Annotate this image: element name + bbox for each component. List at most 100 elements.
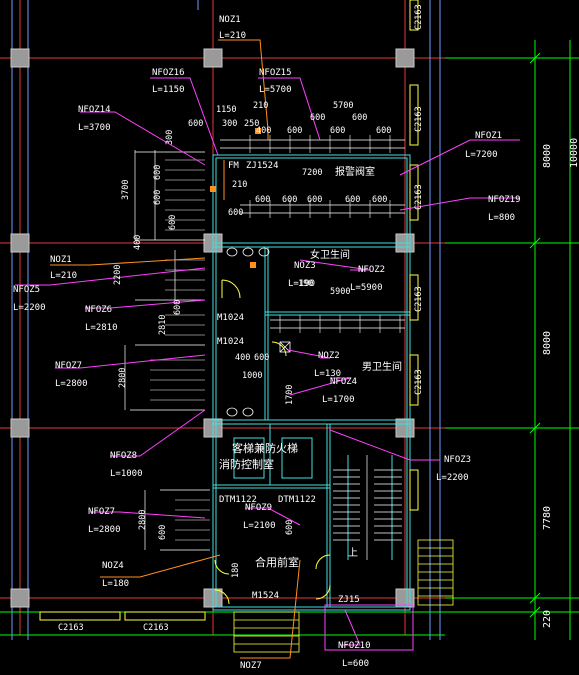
- duct-label-nfoz7-a: NFOZ7: [55, 361, 82, 371]
- duct-runs: [130, 139, 405, 551]
- duct-label-nfoz10: NFOZ10: [338, 641, 371, 651]
- doors: [214, 279, 331, 605]
- dim-right-8000-b: 8000: [542, 331, 553, 355]
- duct-label-noz4: NOZ4: [102, 561, 124, 571]
- duct-length-nfoz4: L=1700: [322, 395, 355, 405]
- dim-600-left-e: 600: [158, 525, 168, 540]
- duct-tick-marks-left: [150, 159, 210, 541]
- dim-600-row2-a: 600: [228, 208, 243, 218]
- room-alarm-valve: 报警阀室: [335, 165, 375, 178]
- dim-400-top: 400: [256, 126, 271, 136]
- room-fire-control: 消防控制室: [219, 457, 274, 471]
- dimension-lines-left: [124, 150, 176, 550]
- dim-600-top-b: 600: [287, 126, 302, 136]
- window-label-texts: C2163 C2163 C2163 C2163 C2163 C2163 C216…: [58, 4, 424, 633]
- door-fm: FM: [228, 161, 239, 171]
- door-dtm1122-a: DTM1122: [219, 495, 257, 505]
- duct-length-nfoz14: L=3700: [78, 123, 111, 133]
- dim-400-mid: 400: [235, 353, 250, 363]
- dim-250: 250: [244, 119, 259, 129]
- duct-length-noz4: L=180: [102, 579, 129, 589]
- room-women-wc: 女卫生间: [310, 248, 350, 261]
- duct-tick-marks-top: [249, 135, 401, 333]
- duct-length-nfoz6: L=2810: [85, 323, 118, 333]
- duct-length-nfoz8: L=1000: [110, 469, 143, 479]
- duct-length-nfoz19: L=800: [488, 213, 515, 223]
- door-m1024-a: M1024: [217, 313, 244, 323]
- dim-1000: 1000: [242, 371, 262, 381]
- dim-210-top: 210: [253, 101, 268, 111]
- dim-600-top-e: 600: [352, 113, 367, 123]
- duct-label-noz2: NOZ2: [318, 351, 340, 361]
- exterior-steps-bottom: [233, 611, 300, 653]
- duct-label-nfoz19: NFOZ19: [488, 195, 521, 205]
- door-m1524-bottom: M1524: [252, 591, 279, 601]
- dim-600-top-c: 600: [310, 113, 325, 123]
- door-zj15: ZJ15: [338, 595, 360, 605]
- dim-600-top-a: 600: [188, 119, 203, 129]
- dim-right-220: 220: [542, 610, 553, 628]
- dim-600-row2-e: 600: [345, 195, 360, 205]
- room-stair: 客梯兼防火梯: [232, 441, 298, 455]
- dim-600-row2-f: 600: [372, 195, 387, 205]
- dim-2100: 600: [285, 520, 295, 535]
- duct-label-nfoz5: NFOZ5: [13, 285, 40, 295]
- duct-label-nfoz7-b: NFOZ7: [88, 507, 115, 517]
- dim-2200: 2200: [113, 265, 123, 285]
- dim-600-left-b: 600: [153, 190, 163, 205]
- dim-300-left: 300: [165, 130, 175, 145]
- duct-label-texts: NOZ1 L=210 NFOZ16 L=1150 NFOZ15 L=5700 N…: [13, 15, 521, 671]
- noz-fan-marks: [210, 128, 261, 268]
- dim-7200: 7200: [302, 168, 322, 178]
- window-right-1: C2163: [414, 4, 424, 30]
- room-front-room: 合用前室: [255, 555, 299, 569]
- window-right-2: C2163: [414, 106, 424, 132]
- duct-length-noz2: L=130: [314, 369, 341, 379]
- dim-2810: 2810: [158, 315, 168, 335]
- inner-dimension-texts: 7200 600 210 600 600 600 600 600 5900 19…: [113, 130, 387, 578]
- window-right-5: C2163: [414, 369, 424, 395]
- dim-180: 180: [231, 563, 241, 578]
- duct-length-nfoz15: L=5700: [259, 85, 292, 95]
- dim-600-top-d: 600: [330, 126, 345, 136]
- duct-label-nfoz4: NFOZ4: [330, 377, 357, 387]
- dim-600-left-a: 600: [153, 165, 163, 180]
- dim-600-row2-d: 600: [307, 195, 322, 205]
- dim-600-left-d: 600: [173, 300, 183, 315]
- duct-label-noz1-top: NOZ1: [219, 15, 241, 25]
- dim-3700: 3700: [121, 180, 131, 200]
- dim-190: 190: [298, 279, 313, 289]
- dim-600-left-c: 600: [168, 215, 178, 230]
- duct-label-nfoz6: NFOZ6: [85, 305, 112, 315]
- duct-length-noz3: L=190: [288, 279, 315, 289]
- duct-length-noz1-top: L=210: [219, 31, 246, 41]
- exterior-steps-right: [417, 539, 454, 606]
- windows-bottom: [39, 611, 206, 621]
- duct-length-nfoz10: L=600: [342, 659, 369, 669]
- duct-label-nfoz3: NFOZ3: [444, 455, 471, 465]
- dim-right-8000-a: 8000: [542, 144, 553, 168]
- duct-label-nfoz15: NFOZ15: [259, 68, 292, 78]
- duct-length-noz1-left: L=210: [50, 271, 77, 281]
- duct-length-nfoz16: L=1150: [152, 85, 185, 95]
- duct-length-nfoz7-a: L=2800: [55, 379, 88, 389]
- duct-label-nfoz2: NFOZ2: [358, 265, 385, 275]
- dim-right-7780: 7780: [542, 506, 553, 530]
- right-dimension-texts: 8000 8000 7780 220 10000: [542, 138, 579, 628]
- entrance-outline: [324, 604, 414, 651]
- windows-right: [409, 0, 419, 511]
- duct-label-noz7: NOZ7: [240, 661, 262, 671]
- door-m1024-b: M1024: [217, 337, 244, 347]
- door-label-texts: FM ZJ1524 M1024 M1024 DTM1122 DTM1122 M1…: [217, 161, 360, 605]
- top-dimension-texts: 1150 210 300 250 5700 600 400 600 600 60…: [188, 101, 391, 136]
- duct-label-nfoz16: NFOZ16: [152, 68, 185, 78]
- stair-mark: 上: [348, 547, 358, 559]
- room-label-texts: 报警阀室 女卫生间 男卫生间 消防控制室 客梯兼防火梯 合用前室 上: [219, 165, 402, 569]
- dim-600-row2-b: 600: [255, 195, 270, 205]
- dim-600-top-f: 600: [376, 126, 391, 136]
- duct-length-nfoz7-b: L=2800: [88, 525, 121, 535]
- dim-300: 300: [222, 119, 237, 129]
- duct-length-nfoz2: L=5900: [350, 283, 383, 293]
- window-bottom-1: C2163: [58, 623, 84, 633]
